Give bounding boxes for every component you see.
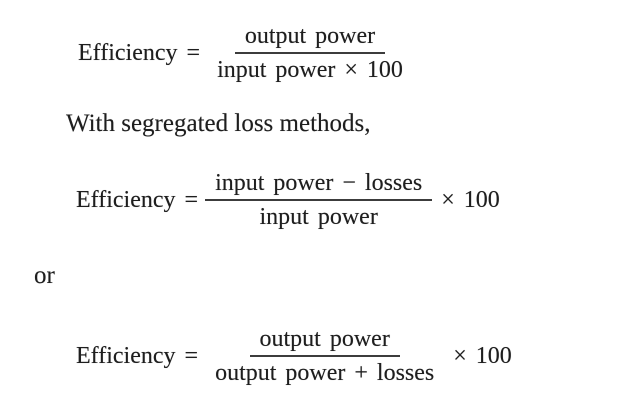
equation3-denominator: output power + losses (215, 360, 435, 387)
paragraph-segregated-loss-methods: With segregated loss methods, (66, 110, 371, 137)
equation1-equals-sign: = (186, 39, 201, 66)
equation1-numerator: output power (234, 23, 386, 55)
equation3-numerator: output power (249, 326, 400, 358)
equation3-fraction: output power output power + losses (205, 326, 444, 387)
equation-efficiency-input-minus-losses: Efficiency = input power − losses input … (76, 170, 500, 231)
equation1-lhs: Efficiency (78, 39, 178, 66)
equation1-denominator: input power × 100 (217, 57, 403, 84)
paragraph-or: or (34, 262, 55, 289)
equation2-denominator: input power (259, 204, 378, 231)
equation-efficiency-basic: Efficiency = output power input power × … (78, 23, 413, 84)
equation2-times-100: × 100 (441, 186, 500, 213)
equation3-lhs: Efficiency (76, 342, 176, 369)
equation2-fraction: input power − losses input power (205, 170, 433, 231)
equation2-numerator: input power − losses (205, 170, 433, 202)
equation2-lhs: Efficiency (76, 186, 176, 213)
equation2-equals-sign: = (184, 186, 199, 213)
equation3-equals-sign: = (184, 342, 199, 369)
equation1-fraction: output power input power × 100 (207, 23, 413, 84)
equation3-times-100: × 100 (453, 342, 512, 369)
equation-efficiency-output-plus-losses: Efficiency = output power output power +… (76, 326, 512, 387)
